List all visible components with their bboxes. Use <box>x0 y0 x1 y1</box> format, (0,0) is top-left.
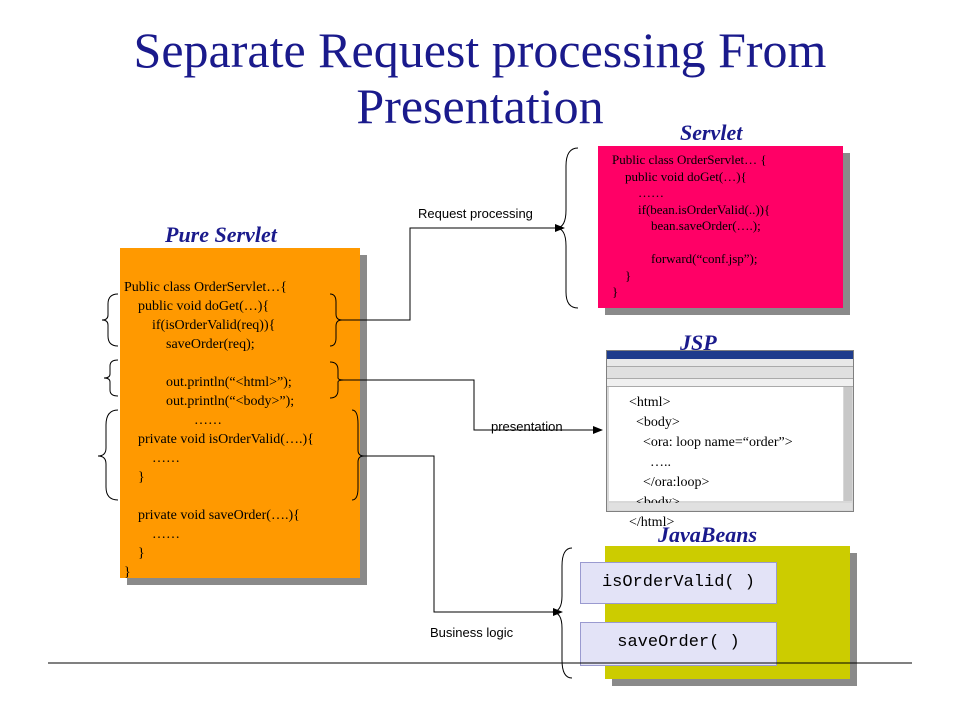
jsp-browser-window: <html> <body> <ora: loop name=“order”> …… <box>606 350 854 530</box>
servlet-box: Public class OrderServlet… { public void… <box>598 146 843 308</box>
business-logic-label: Business logic <box>430 625 514 640</box>
brace-request-left <box>101 293 119 347</box>
is-order-valid-button: isOrderValid( ) <box>580 562 777 604</box>
browser-toolbar <box>607 367 853 379</box>
brace-logic-right <box>351 409 365 501</box>
brace-request-right <box>329 293 343 347</box>
browser-content: <html> <body> <ora: loop name=“order”> …… <box>609 387 843 530</box>
brace-presentation-right <box>329 361 345 399</box>
javabeans-brace <box>551 547 573 679</box>
page-title: Separate Request processing From Present… <box>133 22 827 134</box>
brace-logic-left <box>97 409 119 501</box>
servlet-label: Servlet <box>680 120 743 145</box>
brace-presentation-left <box>103 359 119 397</box>
javabeans-label: JavaBeans <box>658 522 757 547</box>
browser-scrollbar <box>844 387 852 501</box>
save-order-button: saveOrder( ) <box>580 622 777 666</box>
pure-servlet-box: Public class OrderServlet…{ public void … <box>120 248 360 580</box>
business-logic-arrow <box>364 455 563 616</box>
presentation-arrow <box>344 379 603 434</box>
browser-menubar <box>607 359 853 367</box>
servlet-code: Public class OrderServlet… { public void… <box>612 152 771 299</box>
pure-servlet-label: Pure Servlet <box>165 222 277 247</box>
servlet-brace <box>555 147 579 309</box>
browser-titlebar <box>607 351 853 359</box>
browser-address-bar <box>607 379 853 387</box>
request-processing-label: Request processing <box>418 206 533 221</box>
pure-servlet-code: Public class OrderServlet…{ public void … <box>124 280 314 580</box>
request-processing-arrow <box>342 224 565 321</box>
browser-statusbar <box>609 503 852 510</box>
